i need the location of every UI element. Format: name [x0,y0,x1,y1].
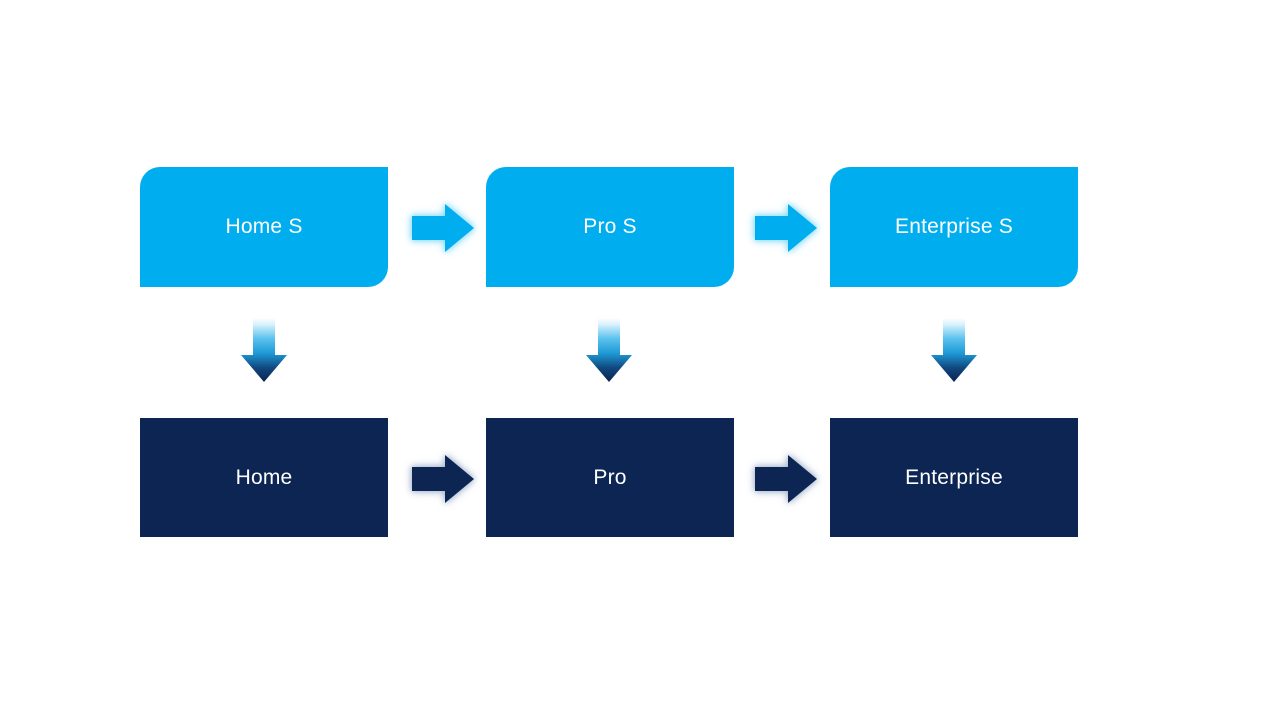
tier-box-home: Home [140,418,388,537]
tier-box-label: Home [235,465,293,489]
right-arrow-icon [754,203,818,253]
down-arrow-icon [929,318,979,384]
tier-box-home-s: Home S [140,167,388,287]
tier-box-label: Enterprise [905,465,1003,489]
tier-box-label: Pro [593,465,627,489]
tier-box-pro: Pro [486,418,734,537]
down-arrow-icon [239,318,289,384]
down-arrow-icon [584,318,634,384]
tier-box-label: Enterprise S [895,215,1013,238]
right-arrow-icon [754,454,818,504]
tier-box-enterprise: Enterprise [830,418,1078,537]
right-arrow-icon [411,203,475,253]
tier-box-label: Home S [225,215,303,238]
tier-box-label: Pro S [583,215,637,238]
tier-box-pro-s: Pro S [486,167,734,287]
tier-box-enterprise-s: Enterprise S [830,167,1078,287]
right-arrow-icon [411,454,475,504]
